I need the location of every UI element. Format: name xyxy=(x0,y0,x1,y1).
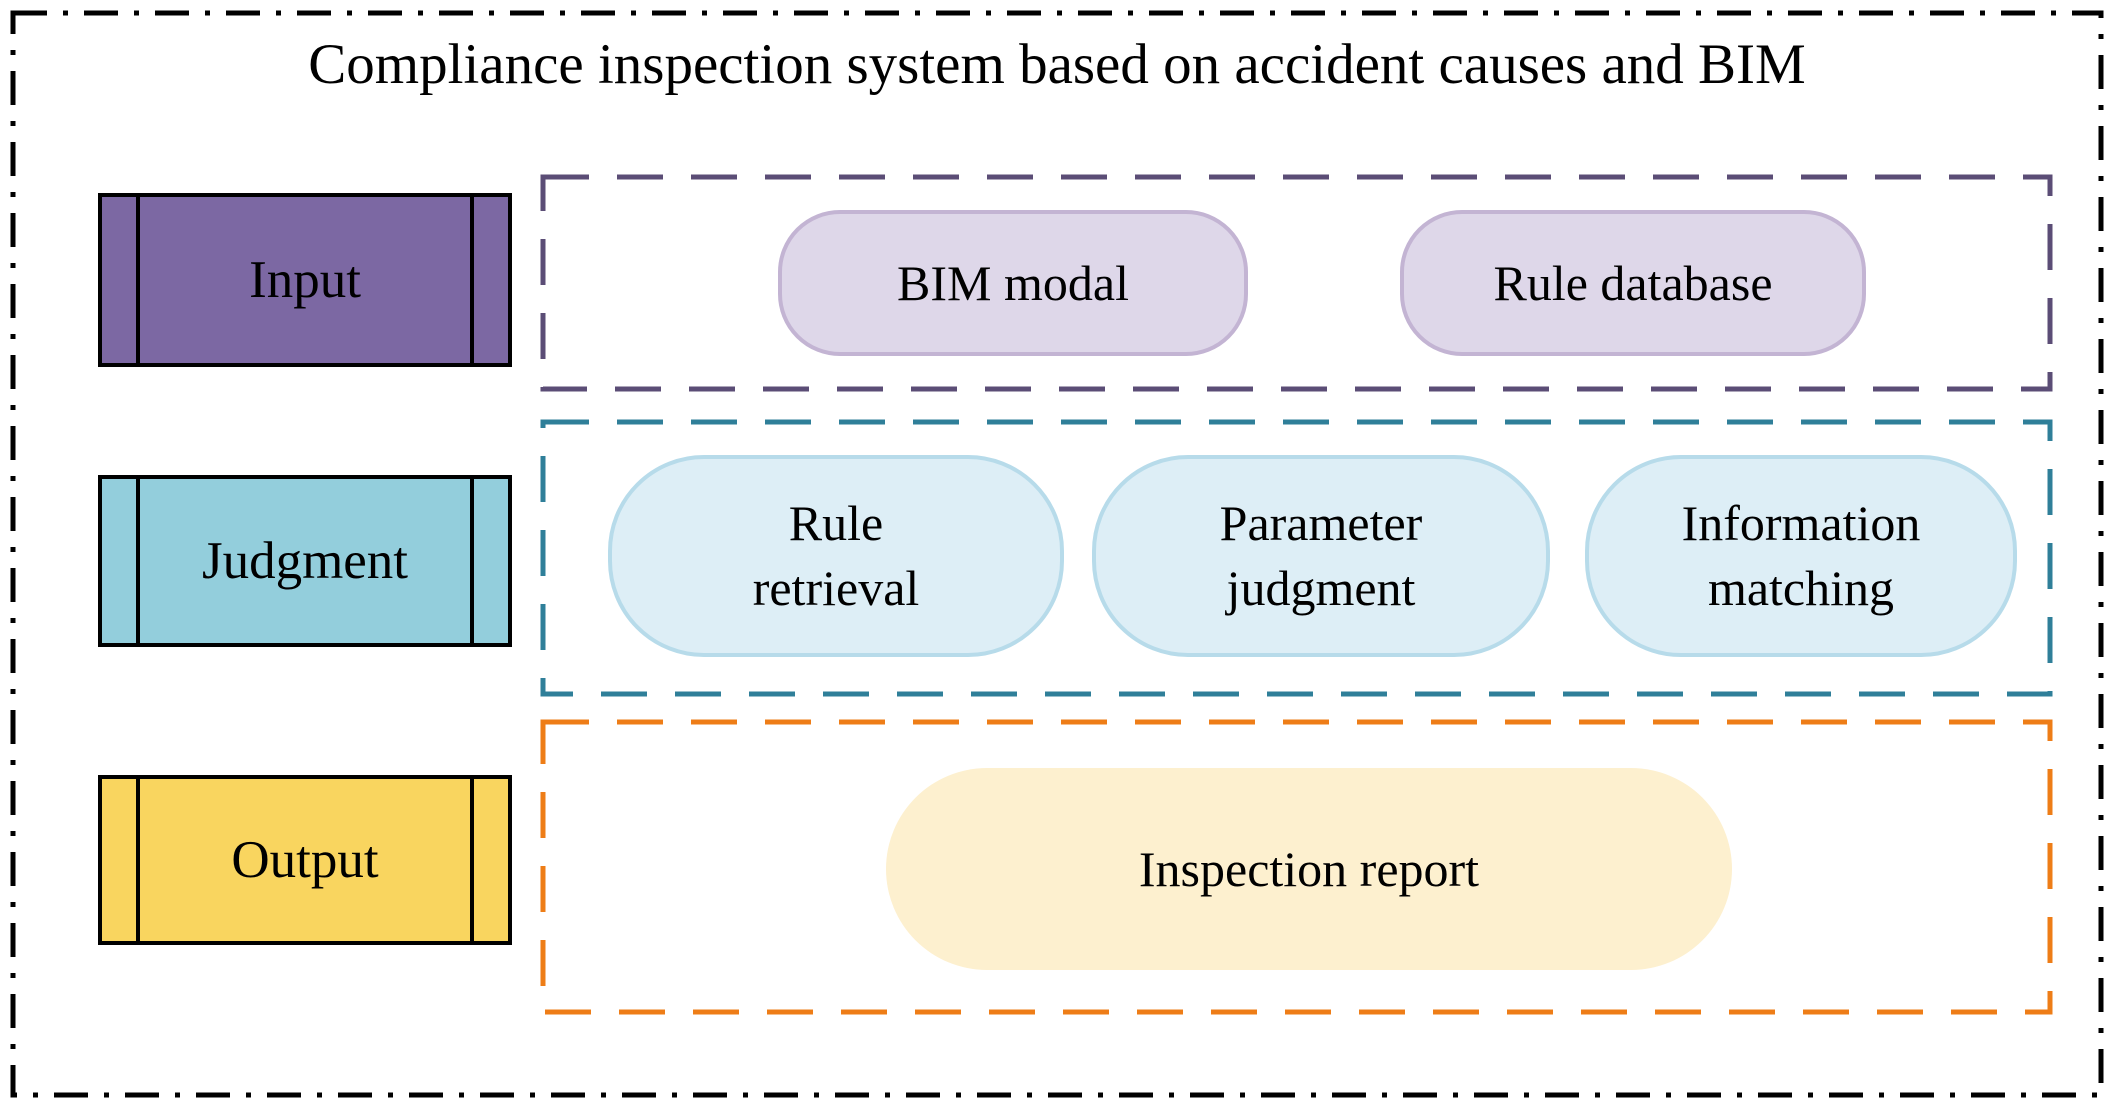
stage-box-output-left-bar xyxy=(136,779,140,941)
node-bim-modal: BIM modal xyxy=(778,210,1248,356)
stage-box-output-right-bar xyxy=(470,779,474,941)
node-rule-database-label: Rule database xyxy=(1493,254,1773,311)
node-rule-database: Rule database xyxy=(1400,210,1866,356)
judgment-group-dashed-border xyxy=(540,419,2053,697)
node-inspection-report-label: Inspection report xyxy=(1138,840,1480,897)
output-group-dashed-border xyxy=(540,719,2053,1015)
diagram-title: Compliance inspection system based on ac… xyxy=(308,33,1806,96)
stage-box-input-right-bar xyxy=(470,197,474,363)
stage-box-judgment: Judgment xyxy=(98,475,512,647)
stage-label-output: Output xyxy=(231,831,379,889)
stage-label-input: Input xyxy=(249,251,361,309)
node-rule-retrieval-label: Rule retrieval xyxy=(752,495,920,616)
node-inspection-report: Inspection report xyxy=(886,768,1732,970)
stage-label-judgment: Judgment xyxy=(201,532,409,590)
outer-dashdot-frame xyxy=(10,10,2104,1098)
node-parameter-judgment: Parameter judgment xyxy=(1092,455,1550,657)
stage-box-judgment-right-bar xyxy=(470,479,474,643)
node-rule-retrieval: Rule retrieval xyxy=(608,455,1064,657)
input-group-dashed-border xyxy=(540,174,2053,392)
stage-box-judgment-left-bar xyxy=(136,479,140,643)
node-information-matching: Information matching xyxy=(1585,455,2017,657)
node-information-matching-label: Information matching xyxy=(1681,495,1921,616)
node-bim-modal-label: BIM modal xyxy=(897,254,1129,311)
node-parameter-judgment-label: Parameter judgment xyxy=(1219,495,1423,616)
stage-box-input: Input xyxy=(98,193,512,367)
stage-box-output: Output xyxy=(98,775,512,945)
stage-box-input-left-bar xyxy=(136,197,140,363)
